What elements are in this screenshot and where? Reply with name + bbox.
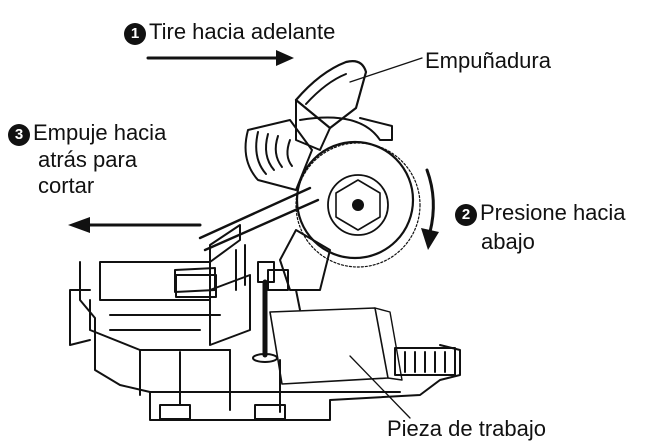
blade-guard: [295, 116, 415, 260]
workpiece-leader-line: [349, 355, 411, 419]
fence: [174, 267, 251, 346]
handle-leader-line: [349, 57, 423, 83]
arrow-down-curved: [421, 168, 439, 250]
saw-blade: [295, 142, 421, 268]
arrow-forward: [146, 50, 294, 66]
step-1-badge: 1: [124, 23, 146, 45]
step-3-line-3: cortar: [38, 173, 95, 198]
step-2-line-1: Presione hacia: [480, 200, 626, 225]
workpiece-label: Pieza de trabajo: [387, 416, 546, 441]
step-3-line-1: Empuje hacia: [33, 120, 167, 145]
handle-label: Empuñadura: [425, 48, 551, 73]
handle: [294, 60, 368, 151]
saw-base: [69, 261, 461, 421]
arrow-backward: [68, 217, 202, 233]
step-2-line-2: abajo: [481, 229, 535, 254]
slide-rails: [198, 186, 320, 291]
workpiece: [269, 307, 403, 385]
step-1-text: Tire hacia adelante: [149, 19, 336, 44]
step-2-badge: 2: [455, 204, 477, 226]
pivot-arm: [175, 229, 331, 311]
vise-clamp: [252, 261, 278, 363]
step-3-badge: 3: [8, 124, 30, 146]
step-3-line-2: atrás para: [38, 147, 138, 172]
motor-housing: [244, 119, 313, 191]
